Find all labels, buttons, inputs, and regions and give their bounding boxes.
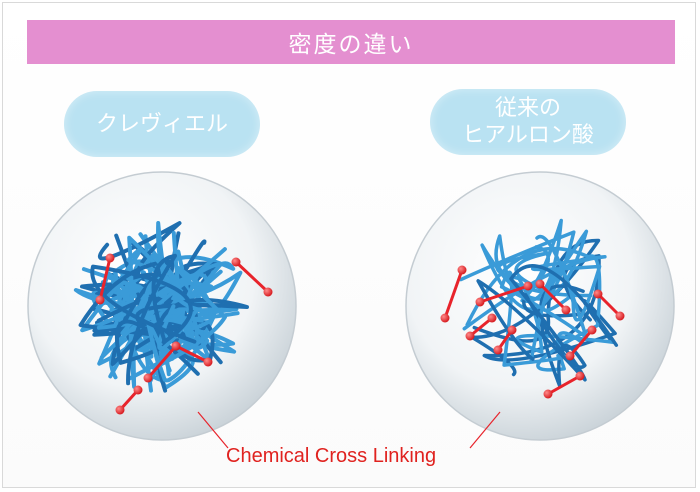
figure-title: 密度の違い — [288, 32, 414, 58]
label-pill-left: クレヴィエル — [64, 91, 260, 157]
pointer-line-left — [197, 411, 229, 449]
cross-link-node — [440, 313, 450, 323]
fiber-strand — [90, 253, 197, 386]
cross-link-bond — [596, 292, 622, 318]
cross-link-node — [203, 357, 213, 367]
cross-link-node — [475, 297, 485, 307]
sparse-fiber-network — [459, 218, 619, 388]
cross-link-bond — [538, 282, 568, 312]
label-pill-right: 従来の ヒアルロン酸 — [430, 89, 626, 155]
cross-link-bond — [443, 269, 464, 319]
cross-link-bond — [547, 374, 581, 396]
cross-link-bond — [234, 260, 270, 294]
cross-link-node — [575, 371, 585, 381]
cross-link-node — [593, 289, 603, 299]
cross-link-node — [465, 331, 475, 341]
cross-link-node — [171, 341, 181, 351]
sphere-left — [27, 171, 297, 441]
cross-link-node — [487, 313, 497, 323]
cross-link-node — [561, 305, 571, 315]
cross-link-bond — [568, 329, 594, 357]
cross-link-node — [133, 385, 143, 395]
cross-linking-caption: Chemical Cross Linking — [226, 445, 437, 467]
fiber-strand — [459, 229, 589, 313]
cross-link-node — [105, 253, 115, 263]
cross-link-node — [231, 257, 241, 267]
dense-fiber-network — [73, 221, 249, 393]
pointer-line-right — [469, 411, 501, 449]
cross-link-bond — [469, 316, 493, 338]
fiber-strand — [476, 264, 619, 382]
cross-link-node — [143, 373, 153, 383]
cross-link-node — [115, 405, 125, 415]
cross-link-node — [543, 389, 553, 399]
cross-link-node — [95, 295, 105, 305]
cross-link-bond — [146, 345, 178, 379]
cross-link-node — [263, 287, 273, 297]
cross-link-bond — [175, 344, 209, 364]
cross-links-left — [95, 253, 273, 415]
title-banner: 密度の違い — [27, 20, 675, 64]
right-label-line1: 従来の — [494, 96, 561, 121]
cross-link-node — [507, 325, 517, 335]
cross-link-node — [535, 279, 545, 289]
cross-link-node — [457, 265, 467, 275]
cross-link-bond — [98, 257, 112, 301]
fiber-strand — [144, 221, 200, 382]
left-label: クレヴィエル — [95, 111, 228, 137]
cross-link-node — [523, 281, 533, 291]
cross-link-node — [493, 345, 503, 355]
fiber-strand — [147, 265, 227, 373]
right-label-line2: ヒアルロン酸 — [462, 123, 594, 148]
sphere-right — [405, 171, 675, 441]
fiber-strand — [462, 255, 607, 364]
cross-link-bond — [479, 284, 529, 304]
fiber-strand — [495, 251, 615, 354]
cross-links-right — [440, 265, 625, 399]
cross-link-node — [587, 325, 597, 335]
cross-link-node — [615, 311, 625, 321]
cross-link-node — [565, 351, 575, 361]
